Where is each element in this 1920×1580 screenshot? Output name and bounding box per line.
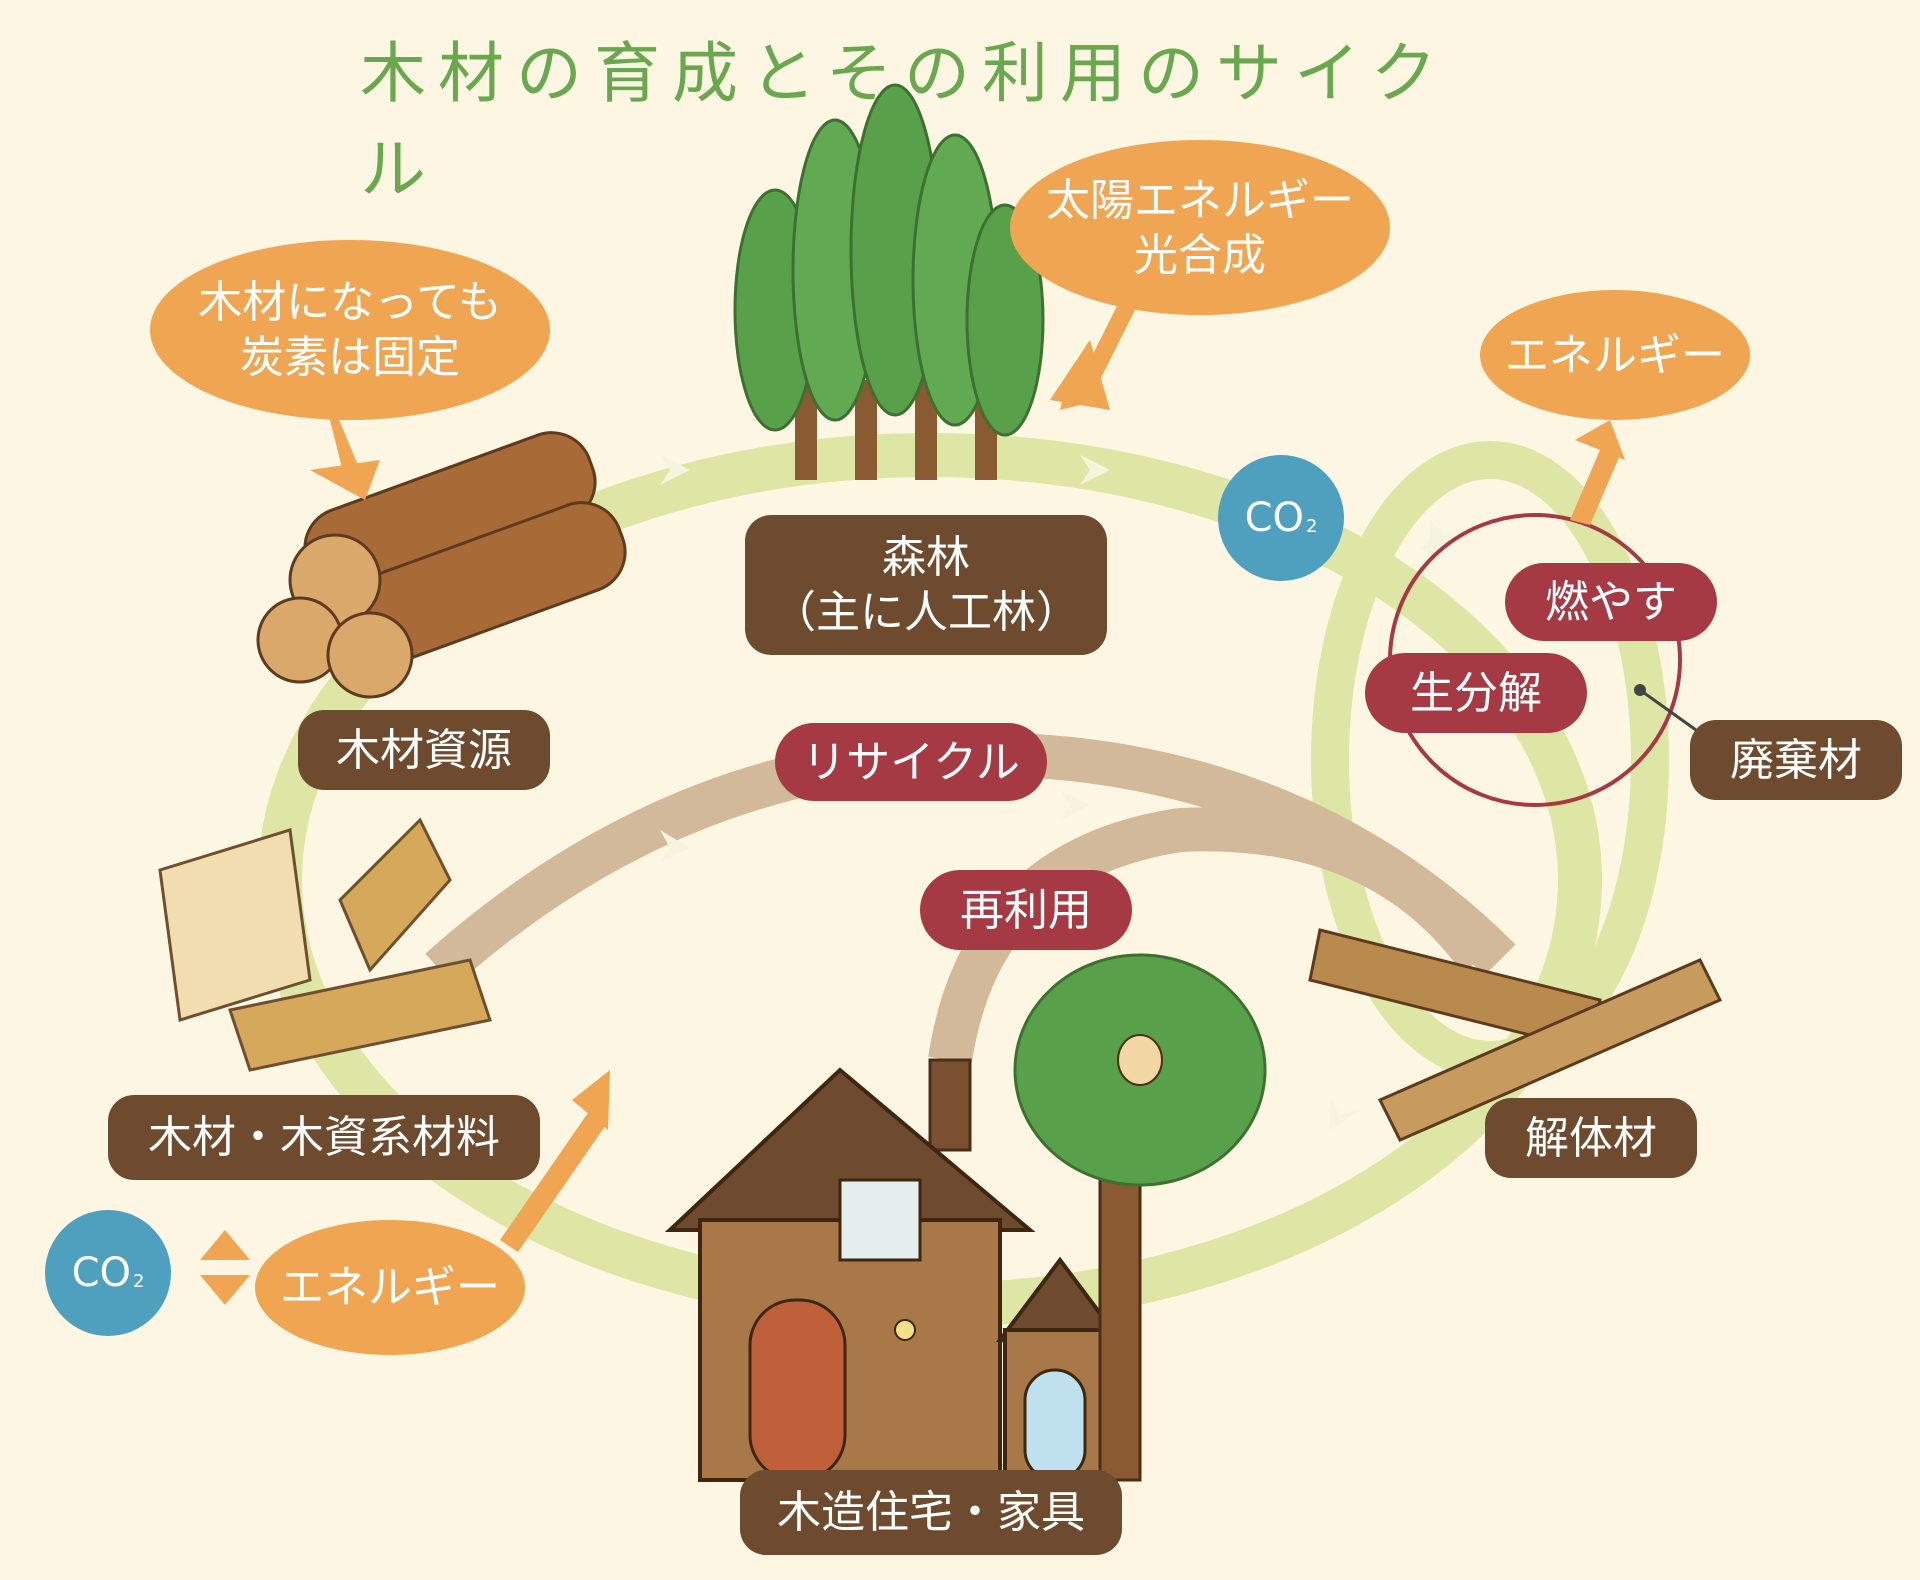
recycle-label: リサイクル	[775, 723, 1047, 801]
co2-right-subscript: 2	[1305, 515, 1318, 537]
cycle-chevrons	[660, 455, 1455, 1130]
forest-label: 森林 （主に人工林）	[745, 515, 1107, 655]
forest-trees-illustration	[733, 83, 1045, 480]
house-tree-illustration	[1013, 953, 1267, 1482]
waste-wood-label: 廃棄材	[1690, 720, 1902, 800]
solar-energy-text: 太陽エネルギー	[1046, 174, 1354, 226]
demolition-wood-label: 解体材	[1485, 1098, 1697, 1178]
log-pile-illustration	[256, 431, 627, 699]
carbon-fixed-bubble: 木材になっても 炭素は固定	[150, 240, 550, 420]
energy-bubble-right: エネルギー	[1480, 290, 1750, 420]
forest-label-line1: 森林	[882, 532, 970, 583]
forest-label-line2: （主に人工林）	[772, 587, 1080, 638]
co2-right-text: CO	[1244, 495, 1304, 541]
demolition-wood-illustration	[1308, 928, 1723, 1142]
co2-left-text: CO	[71, 1250, 131, 1296]
energy-bubble-left: エネルギー	[255, 1220, 525, 1355]
co2-left-subscript: 2	[132, 1270, 145, 1292]
wood-materials-label: 木材・木資系材料	[108, 1095, 540, 1180]
carbon-bubble-line2: 炭素は固定	[240, 332, 460, 383]
biodegrade-label: 生分解	[1365, 653, 1587, 733]
wooden-house-label: 木造住宅・家具	[740, 1470, 1122, 1555]
reuse-label: 再利用	[920, 870, 1132, 950]
lumber-boards-illustration	[158, 817, 492, 1072]
solar-energy-bubble: 太陽エネルギー 光合成	[1010, 140, 1390, 315]
timber-resource-label: 木材資源	[298, 710, 550, 790]
photosynthesis-text: 光合成	[1134, 229, 1266, 281]
diagram-title: 木材の育成とその利用のサイクル	[360, 35, 1449, 208]
burn-label: 燃やす	[1505, 563, 1717, 641]
reuse-loop	[928, 807, 1498, 1064]
wooden-house-illustration	[664, 1058, 1124, 1482]
arrows	[200, 300, 1625, 1305]
carbon-bubble-line1: 木材になっても	[198, 277, 502, 328]
